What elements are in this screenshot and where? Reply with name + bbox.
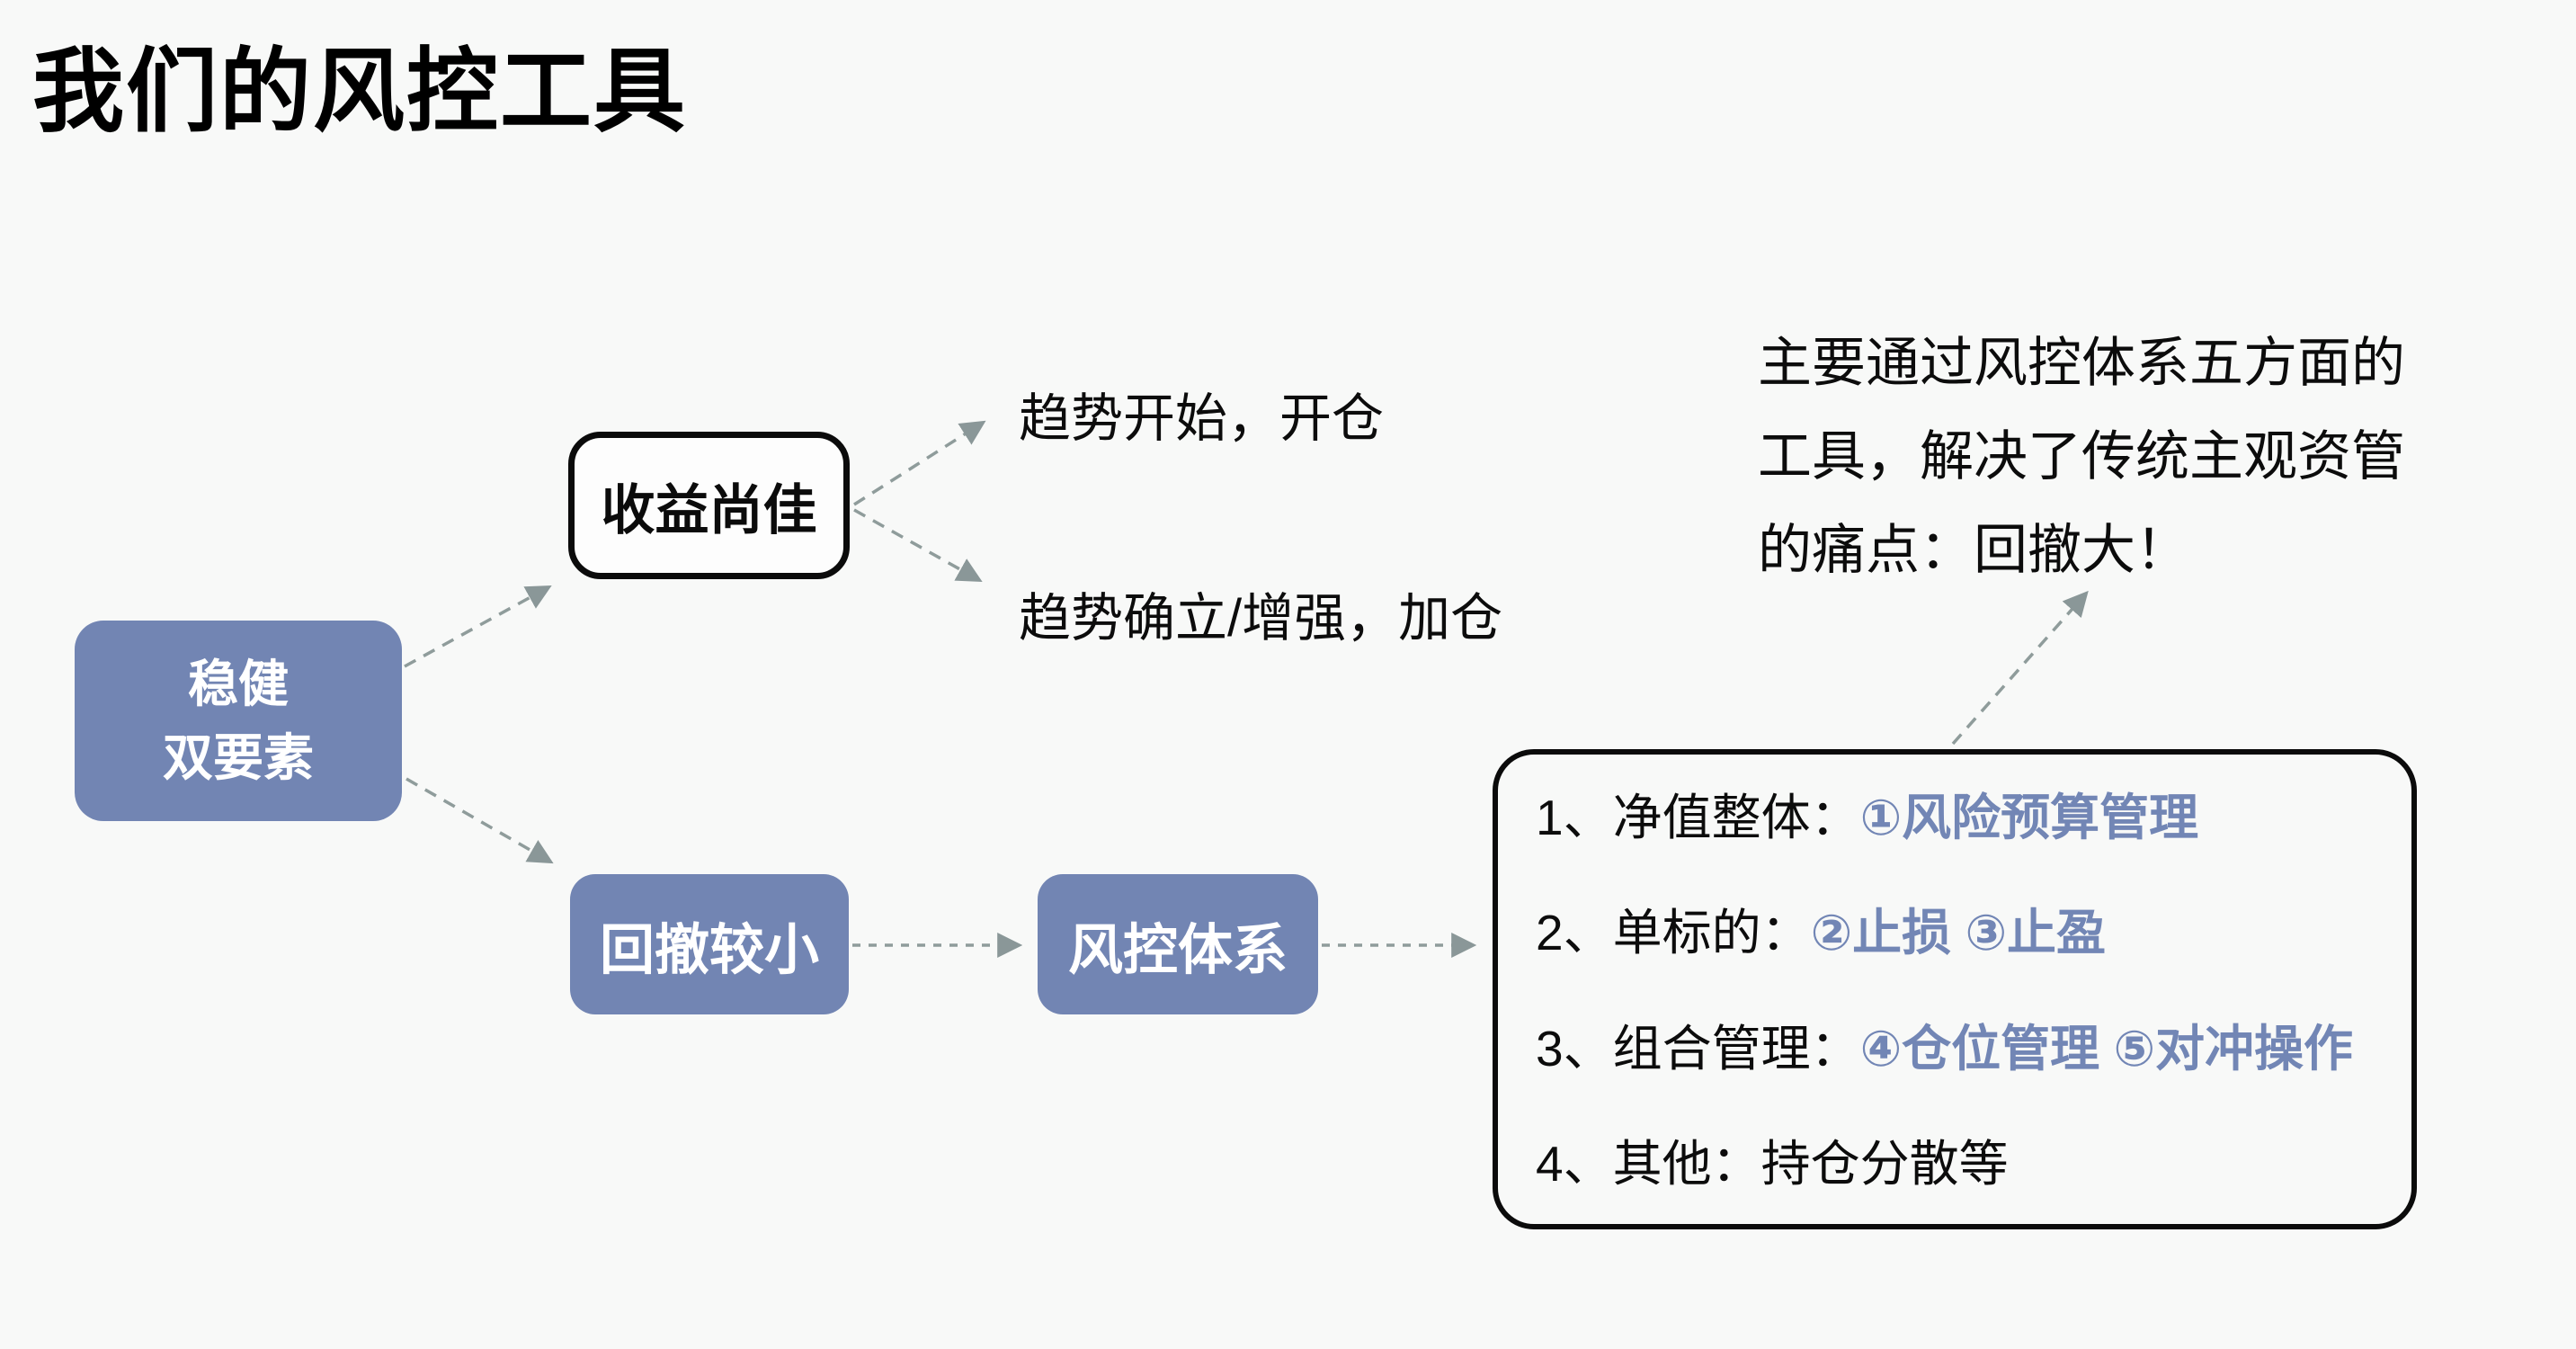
node-risk-system-label: 风控体系	[1067, 918, 1288, 980]
node-small-drawdown-label: 回撤较小	[599, 918, 819, 980]
node-risk-system: 风控体系	[1038, 874, 1318, 1014]
page-title: 我们的风控工具	[32, 40, 687, 143]
arrow-good-return-to-trend-start	[853, 420, 986, 506]
node-stable-line2: 双要素	[163, 728, 314, 786]
node-stable-two-factors: 稳健 双要素	[75, 621, 402, 821]
node-stable-line1: 稳健	[188, 656, 289, 713]
tool-row-prefix: 2、单标的：	[1536, 905, 1811, 961]
arrow-good-return-to-trend-confirm	[853, 508, 983, 583]
tool-row-highlight: ①风险预算管理	[1859, 790, 2199, 845]
arrow-stable-to-good-return	[404, 585, 552, 668]
note-line-3: 的痛点：回撤大！	[1758, 520, 2189, 580]
tool-row-prefix: 1、净值整体：	[1536, 790, 1860, 845]
tool-row-portfolio: 3、组合管理：④仓位管理 ⑤对冲操作	[1536, 1020, 2384, 1078]
tool-row-highlight: ②止损 ③止盈	[1810, 905, 2107, 961]
note-paragraph: 主要通过风控体系五方面的 工具，解决了传统主观资管 的痛点：回撤大！	[1758, 317, 2441, 597]
tool-row-single-target: 2、单标的：②止损 ③止盈	[1536, 904, 2384, 962]
tool-row-prefix: 3、组合管理：	[1536, 1020, 1860, 1077]
arrow-stable-to-small-drawdown	[406, 777, 554, 864]
node-good-return-label: 收益尚佳	[601, 479, 817, 540]
node-good-return: 收益尚佳	[568, 432, 850, 579]
tool-row-highlight: ④仓位管理 ⑤对冲操作	[1859, 1020, 2354, 1077]
label-trend-confirm: 趋势确立/增强，加仓	[1019, 589, 1503, 648]
tool-row-other: 4、其他：持仓分散等	[1536, 1135, 2384, 1193]
risk-tools-box: 1、净值整体：①风险预算管理 2、单标的：②止损 ③止盈 3、组合管理：④仓位管…	[1493, 749, 2417, 1229]
node-stable-label: 稳健 双要素	[163, 648, 314, 793]
node-small-drawdown: 回撤较小	[570, 874, 849, 1014]
note-line-2: 工具，解决了传统主观资管	[1758, 426, 2405, 487]
note-line-1: 主要通过风控体系五方面的	[1758, 333, 2405, 393]
tool-row-net-value: 1、净值整体：①风险预算管理	[1536, 789, 2384, 847]
label-trend-start: 趋势开始，开仓	[1019, 389, 1385, 448]
arrow-tools-box-to-note	[1951, 590, 2089, 746]
tool-row-prefix: 4、其他：持仓分散等	[1536, 1136, 2009, 1193]
